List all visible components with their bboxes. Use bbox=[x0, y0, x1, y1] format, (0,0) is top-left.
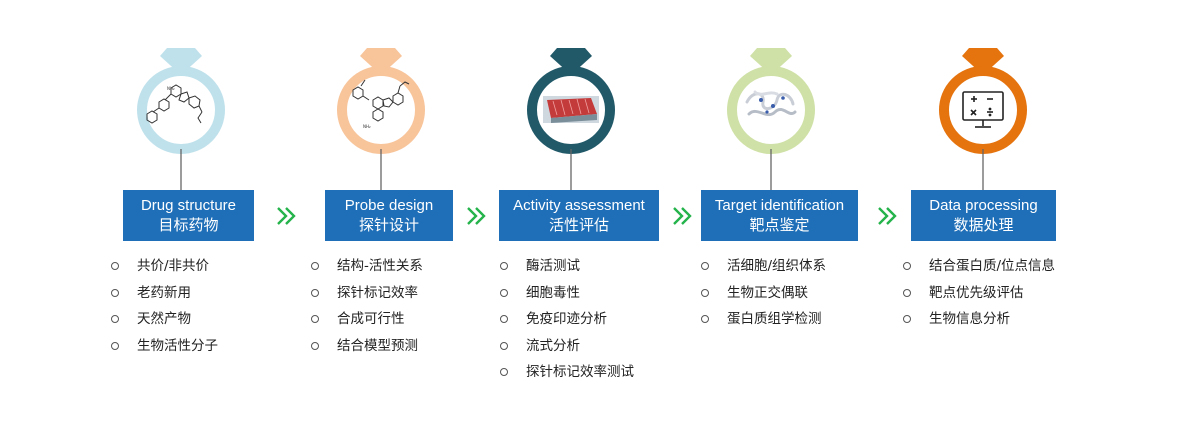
bullet-icon bbox=[111, 315, 119, 323]
bullet-icon bbox=[701, 262, 709, 270]
step-label-box: Target identification 靶点鉴定 bbox=[701, 190, 858, 241]
list-item: 合成可行性 bbox=[311, 309, 423, 336]
step-items-list: 共价/非共价 老药新用 天然产物 生物活性分子 bbox=[111, 256, 218, 362]
step-items-list: 活细胞/组织体系 生物正交偶联 蛋白质组学检测 bbox=[701, 256, 826, 336]
bullet-icon bbox=[311, 341, 319, 350]
chevron-right-icon bbox=[277, 207, 296, 225]
chevron-right-icon bbox=[673, 207, 692, 225]
bullet-icon bbox=[903, 315, 911, 323]
bullet-icon bbox=[311, 288, 319, 297]
step-target-identification: Target identification 靶点鉴定 活细胞/组织体系 生物正交… bbox=[691, 0, 858, 427]
step-title-en: Activity assessment bbox=[513, 197, 645, 214]
list-item: 蛋白质组学检测 bbox=[701, 309, 826, 336]
calculator-monitor-icon bbox=[962, 91, 1004, 128]
step-title-zh: 活性评估 bbox=[548, 216, 609, 234]
microplate-assay-icon bbox=[543, 96, 599, 123]
step-title-en: Probe design bbox=[344, 197, 434, 214]
step-label-box: Activity assessment 活性评估 bbox=[499, 190, 659, 241]
probe-molecule-icon: NH₂ bbox=[352, 79, 410, 129]
list-item: 结构-活性关系 bbox=[311, 256, 423, 283]
bullet-icon bbox=[500, 262, 508, 270]
step-title-en: Drug structure bbox=[140, 197, 237, 214]
svg-text:NH₂: NH₂ bbox=[363, 124, 371, 129]
step-activity-assessment: Activity assessment 活性评估 酶活测试 细胞毒性 免疫印迹分… bbox=[491, 0, 659, 427]
protein-structure-icon bbox=[745, 90, 797, 117]
list-item: 结合模型预测 bbox=[311, 336, 423, 363]
list-item: 天然产物 bbox=[111, 309, 218, 336]
list-item: 生物活性分子 bbox=[111, 336, 218, 363]
ring bbox=[727, 66, 815, 154]
bullet-icon bbox=[500, 288, 508, 297]
list-item: 流式分析 bbox=[500, 336, 634, 363]
list-item: 免疫印迹分析 bbox=[500, 309, 634, 336]
step-title-zh: 靶点鉴定 bbox=[749, 216, 810, 234]
bullet-icon bbox=[500, 368, 508, 376]
step-data-processing: Data processing 数据处理 结合蛋白质/位点信息 靶点优先级评估 … bbox=[903, 0, 1063, 427]
step-title-zh: 数据处理 bbox=[953, 216, 1014, 234]
step-label-box: Probe design 探针设计 bbox=[325, 190, 453, 241]
list-item: 探针标记效率 bbox=[311, 283, 423, 310]
gem-icon bbox=[160, 48, 202, 75]
gem-icon bbox=[962, 48, 1004, 75]
gem-icon bbox=[750, 48, 792, 75]
list-item: 活细胞/组织体系 bbox=[701, 256, 826, 283]
step-drug-structure: NH₂ Drug structure 目标药物 共价/非共价 老药新用 天然产物… bbox=[101, 0, 261, 427]
list-item: 靶点优先级评估 bbox=[903, 283, 1055, 310]
ring bbox=[939, 66, 1027, 154]
bullet-icon bbox=[500, 315, 508, 323]
list-item: 细胞毒性 bbox=[500, 283, 634, 310]
ring-gem-step-3 bbox=[527, 48, 615, 190]
molecule-structure-icon: NH₂ bbox=[146, 84, 203, 124]
step-label-box: Drug structure 目标药物 bbox=[123, 190, 254, 241]
ring-gem-step-4 bbox=[727, 48, 815, 190]
chevron-right-icon bbox=[467, 207, 486, 225]
bullet-icon bbox=[111, 262, 119, 270]
step-title-zh: 探针设计 bbox=[358, 216, 419, 234]
step-items-list: 酶活测试 细胞毒性 免疫印迹分析 流式分析 探针标记效率测试 bbox=[500, 256, 634, 389]
bullet-icon bbox=[111, 288, 119, 297]
gem-icon bbox=[360, 48, 402, 75]
bullet-icon bbox=[903, 262, 911, 270]
ring-gem-step-2: NH₂ bbox=[337, 48, 425, 190]
ring-gem-step-5 bbox=[939, 48, 1027, 190]
bullet-icon bbox=[311, 315, 319, 323]
ring-gem-step-1: NH₂ bbox=[137, 48, 225, 190]
bullet-icon bbox=[701, 315, 709, 323]
bullet-icon bbox=[311, 262, 319, 270]
list-item: 生物信息分析 bbox=[903, 309, 1055, 336]
bullet-icon bbox=[701, 288, 709, 297]
list-item: 酶活测试 bbox=[500, 256, 634, 283]
list-item: 结合蛋白质/位点信息 bbox=[903, 256, 1055, 283]
list-item: 生物正交偶联 bbox=[701, 283, 826, 310]
step-items-list: 结构-活性关系 探针标记效率 合成可行性 结合模型预测 bbox=[311, 256, 423, 362]
step-title-en: Target identification bbox=[714, 197, 845, 214]
step-label-box: Data processing 数据处理 bbox=[911, 190, 1056, 241]
list-item: 共价/非共价 bbox=[111, 256, 218, 283]
ring bbox=[337, 66, 425, 154]
list-item: 探针标记效率测试 bbox=[500, 362, 634, 389]
bullet-icon bbox=[500, 341, 508, 350]
bullet-icon bbox=[111, 341, 119, 350]
step-title-zh: 目标药物 bbox=[158, 216, 219, 234]
step-items-list: 结合蛋白质/位点信息 靶点优先级评估 生物信息分析 bbox=[903, 256, 1055, 336]
chevron-right-icon bbox=[878, 207, 897, 225]
svg-text:NH₂: NH₂ bbox=[167, 86, 175, 91]
ring bbox=[137, 66, 225, 154]
step-probe-design: NH₂ Probe design 探针设计 结构-活性关系 探针标记效率 合成可… bbox=[301, 0, 461, 427]
list-item: 老药新用 bbox=[111, 283, 218, 310]
bullet-icon bbox=[903, 288, 911, 297]
gem-icon bbox=[550, 48, 592, 75]
step-title-en: Data processing bbox=[929, 197, 1038, 214]
